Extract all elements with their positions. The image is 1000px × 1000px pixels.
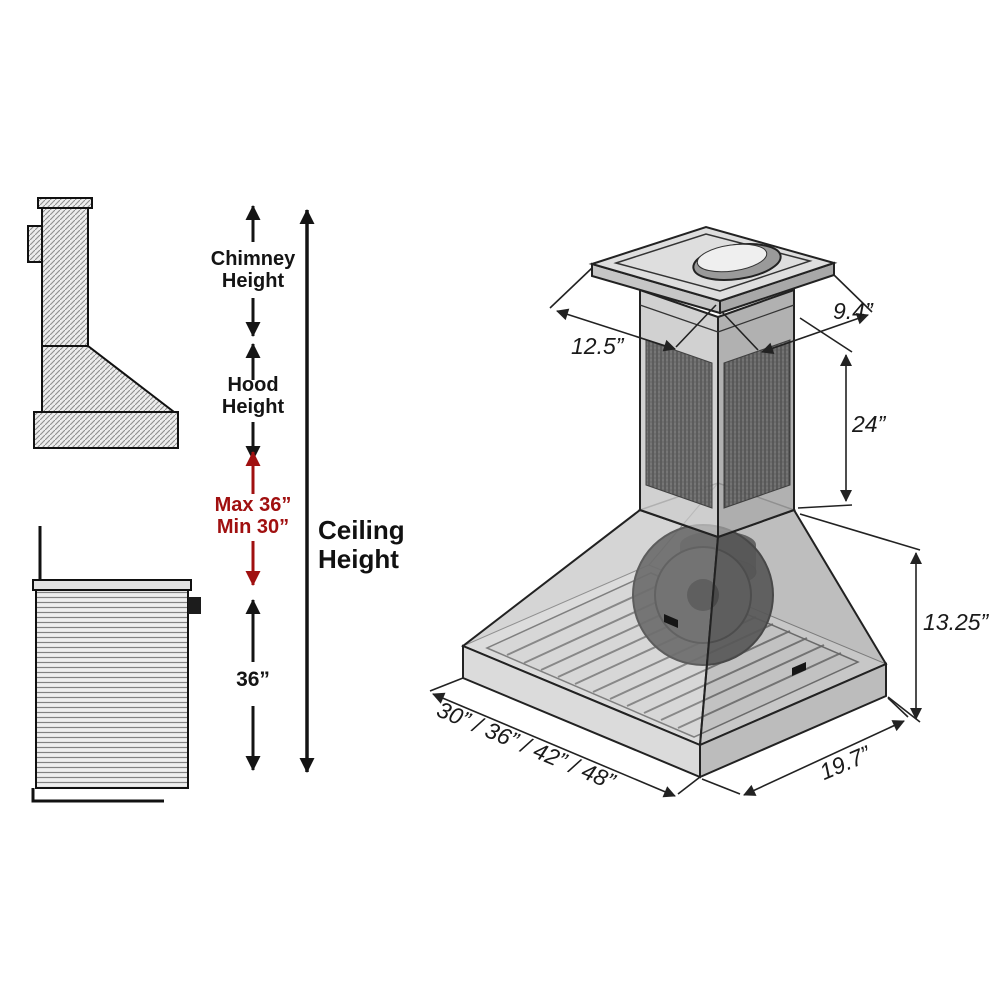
filter-clip (792, 662, 806, 676)
chimney-vent-mesh (645, 339, 713, 509)
dimension-arrows-left (245, 205, 315, 773)
chimney (639, 288, 795, 539)
dim-top-width-label: 12.5” (571, 333, 624, 359)
dimension-lines-iso (429, 267, 922, 798)
range-height-label: 36” (236, 668, 270, 691)
dim-hood-height-label: 13.25” (923, 609, 989, 635)
ceiling-mount-plate (588, 225, 838, 315)
dim-chimney-height-label: 24” (852, 411, 886, 437)
chimney-vent-mesh (723, 339, 791, 509)
dim-top-depth-label: 9.4” (833, 298, 873, 324)
hood-height-label: Hood Height (221, 374, 285, 419)
hood-isometric (461, 225, 888, 779)
ceiling-height-label: Ceiling Height (318, 515, 405, 575)
hood-side-view (27, 197, 179, 449)
filter-clip (664, 614, 678, 628)
chimney-height-label: Chimney Height (210, 248, 296, 293)
range-side-view (31, 526, 201, 803)
max-min-height-label: Max 36” Min 30” (214, 494, 292, 539)
